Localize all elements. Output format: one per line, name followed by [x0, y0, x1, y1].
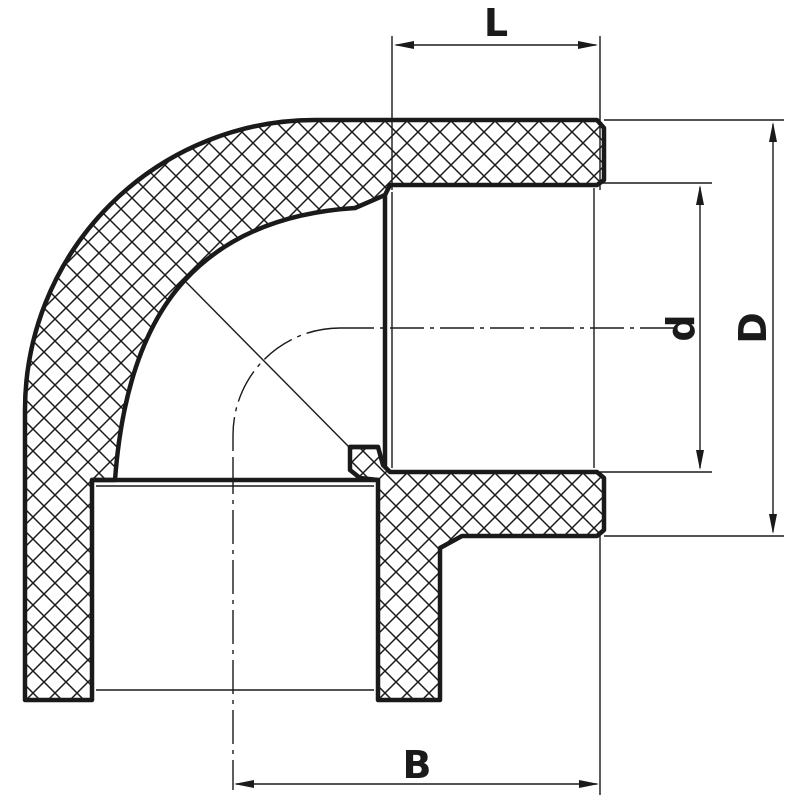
elbow-wall-section — [22, 117, 607, 703]
bend-diagonal-line — [185, 281, 353, 451]
dimension-L: L — [391, 1, 601, 190]
label-B: B — [403, 743, 432, 787]
label-d: d — [659, 314, 703, 341]
dimension-d: d — [600, 182, 712, 473]
label-D: D — [731, 312, 775, 344]
bend-centerline-arc — [232, 327, 341, 460]
label-L: L — [484, 1, 508, 45]
bottom-socket-inner-lines — [96, 485, 374, 691]
dimension-B: B — [234, 536, 601, 795]
dimension-D: D — [604, 119, 784, 537]
